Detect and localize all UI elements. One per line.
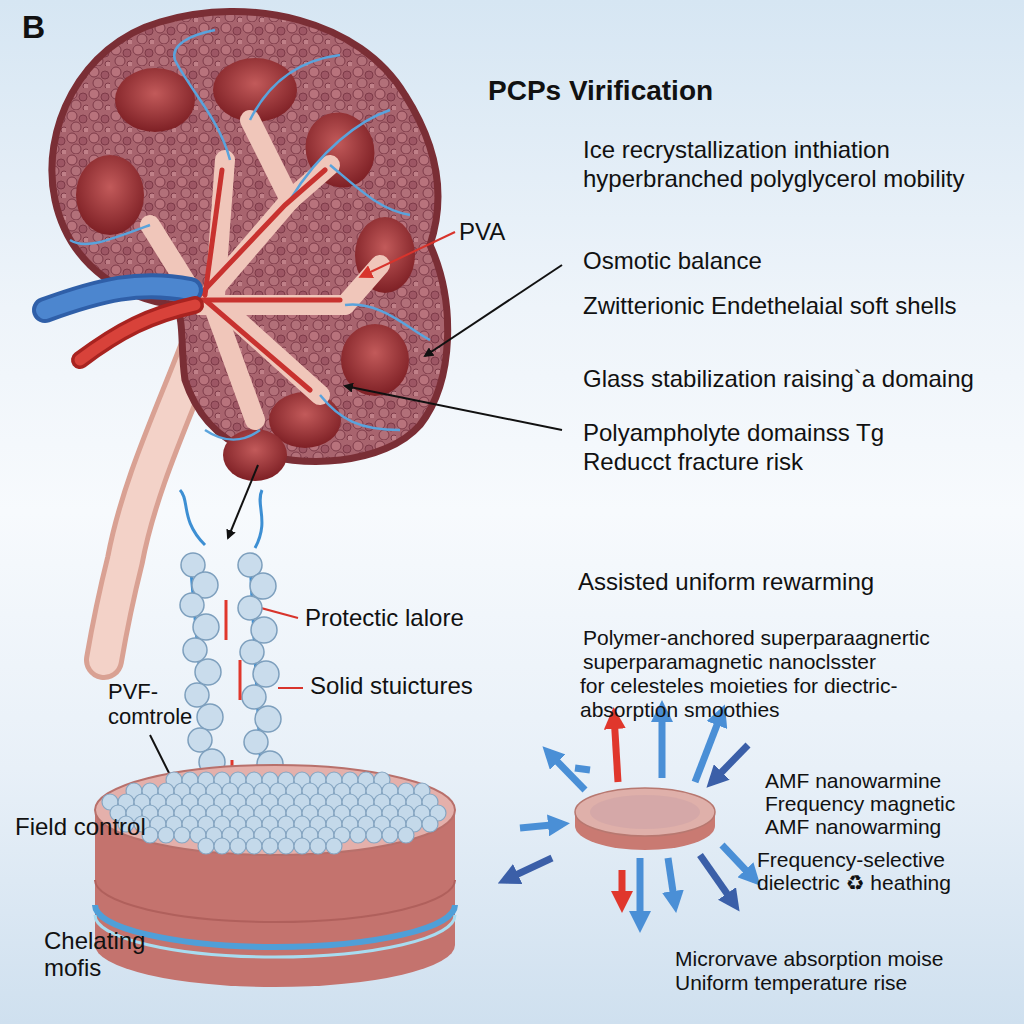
polymer-bead (158, 827, 174, 843)
annotation-text: dielectric ♻ heathing (757, 871, 951, 894)
annotation-text: Polymer-anchored superparaagnertic (583, 626, 930, 649)
polymer-bead (326, 838, 342, 854)
callout-label: Chelating (44, 928, 145, 954)
annotation-text: Zwitterionic Endethelaial soft shells (583, 293, 957, 319)
polymer-bead (174, 827, 190, 843)
annotation-text: Frequency-selective (757, 848, 945, 871)
polymer-bead (398, 827, 414, 843)
callout-label: Protectic lalore (305, 605, 464, 631)
polymer-bead (278, 838, 294, 854)
polymer-bead (382, 827, 398, 843)
polymer-bead (294, 838, 310, 854)
annotation-text: Ice recrystallization inthiation (583, 137, 890, 163)
section-heading: Glass stabilization raising`a domaing (583, 366, 974, 392)
section-heading: Assisted uniform rewarming (578, 569, 874, 595)
polymer-bead (422, 816, 438, 832)
annotation-text: for celesteles moieties for diectric- (580, 674, 897, 697)
diagram-title: PCPs Virification (488, 76, 713, 107)
polymer-bead (350, 827, 366, 843)
callout-label: PVA (459, 219, 505, 245)
panel-letter: B (22, 10, 45, 45)
annotation-text: superparamagnetic nanoclsster (583, 650, 876, 673)
annotation-text: hyperbranched polyglycerol mobility (583, 166, 965, 192)
annotation-text: Microrvave absorption moise (675, 947, 943, 970)
polymer-bead (310, 838, 326, 854)
section-heading: Osmotic balance (583, 248, 762, 274)
polymer-bead (246, 838, 262, 854)
annotation-text: AMF nanowarming (765, 815, 941, 838)
polymer-bead (198, 838, 214, 854)
callout-label: comtrole (108, 705, 192, 729)
callout-label: Field control (15, 814, 146, 840)
polymer-bead (366, 827, 382, 843)
callout-label: PVF- (108, 680, 158, 704)
polymer-bead (230, 838, 246, 854)
annotation-text: Polyampholyte domainss Tg (583, 420, 884, 446)
callout-label: mofis (44, 955, 101, 981)
annotation-text: absorption smoothies (580, 698, 780, 721)
callout-label: Solid stuictures (310, 673, 473, 699)
polymer-bead (262, 838, 278, 854)
annotation-text: Uniform temperature rise (675, 971, 907, 994)
annotation-text: AMF nanowarmine (765, 769, 941, 792)
annotation-text: Reducct fracture risk (583, 449, 803, 475)
polymer-bead (214, 838, 230, 854)
annotation-text: Frequency magnetic (765, 792, 955, 815)
